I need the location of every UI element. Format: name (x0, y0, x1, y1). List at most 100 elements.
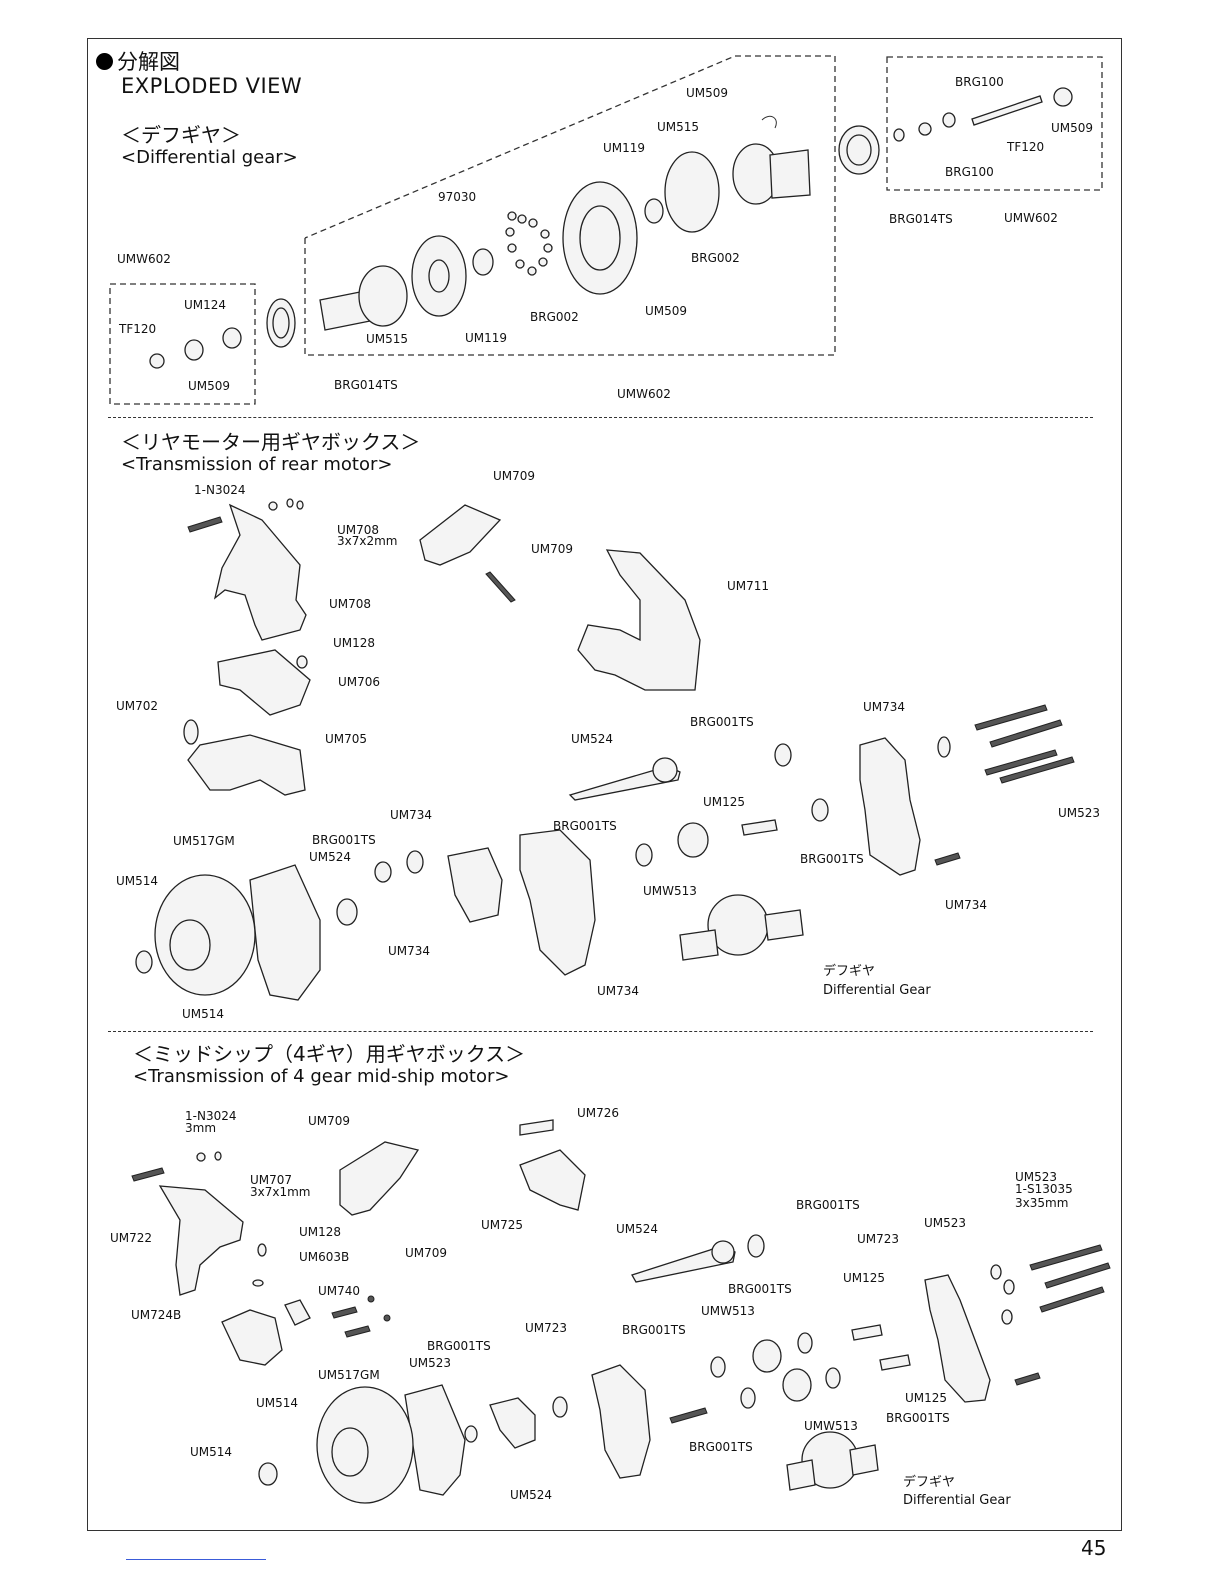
part-label: UM708 (329, 597, 372, 611)
part-label: UM523 (409, 1356, 452, 1370)
part-label: デフギヤ (823, 964, 876, 979)
part-label: 3mm (185, 1121, 217, 1135)
part-label: UM125 (905, 1391, 948, 1405)
part-label: BRG001TS (622, 1323, 686, 1337)
part-label: UM725 (481, 1218, 524, 1232)
part-label: BRG100 (955, 75, 1004, 89)
part-label: UM709 (308, 1114, 351, 1128)
part-label: UM128 (333, 636, 376, 650)
part-label: UM524 (510, 1488, 553, 1502)
part-label: UM524 (616, 1222, 659, 1236)
part-label: UM709 (405, 1246, 448, 1260)
part-label: UMW513 (804, 1419, 858, 1433)
part-label: UM734 (390, 808, 433, 822)
part-label: BRG001TS (690, 715, 754, 729)
part-label: UM514 (116, 874, 159, 888)
part-label: 1-N3024 (185, 1109, 237, 1123)
part-label: BRG002 (691, 251, 740, 265)
part-label: UM517GM (318, 1368, 380, 1382)
part-label: UM514 (190, 1445, 233, 1459)
part-label: UMW602 (117, 252, 171, 266)
part-label: UM523 (1058, 806, 1101, 820)
part-label: BRG014TS (889, 212, 953, 226)
part-label: 3x7x1mm (250, 1185, 311, 1199)
part-label: BRG001TS (312, 833, 376, 847)
part-label: UM705 (325, 732, 368, 746)
part-label: Differential Gear (903, 1493, 1011, 1508)
part-label: UM726 (577, 1106, 620, 1120)
section-title-differential-ja: ＜デフギヤ＞ (121, 123, 241, 147)
part-label: UM603B (299, 1250, 350, 1264)
part-label: UM708 (337, 523, 380, 537)
part-label: UM509 (188, 379, 231, 393)
part-label: UM723 (857, 1232, 900, 1246)
rear-parts (135, 498, 1075, 1001)
part-label: BRG001TS (728, 1282, 792, 1296)
part-label: UM709 (493, 469, 536, 483)
part-label: UM125 (843, 1271, 886, 1285)
part-label: UM523 (924, 1216, 967, 1230)
part-label: UM515 (366, 332, 409, 346)
page-title-en: EXPLODED VIEW (121, 74, 303, 98)
part-label: UMW513 (643, 884, 697, 898)
section-title-midship-en: <Transmission of 4 gear mid-ship motor> (133, 1066, 510, 1087)
part-label: 3x35mm (1015, 1196, 1069, 1210)
bullet-icon (96, 53, 113, 70)
part-label: TF120 (119, 322, 157, 336)
part-label: UM523 (1015, 1170, 1058, 1184)
part-label: デフギヤ (903, 1475, 956, 1490)
section-divider (108, 1031, 1093, 1032)
page-number: 45 (1081, 1536, 1107, 1560)
part-label: 3x7x2mm (337, 534, 398, 548)
part-label: UM722 (110, 1231, 153, 1245)
part-label: BRG001TS (553, 819, 617, 833)
part-label: UM514 (182, 1007, 225, 1021)
part-label: UM724B (131, 1308, 182, 1322)
section-title-rear-ja: ＜リヤモーター用ギヤボックス＞ (121, 430, 421, 454)
part-label: BRG001TS (689, 1440, 753, 1454)
section-title-differential-en: <Differential gear> (121, 147, 298, 168)
part-label: 97030 (438, 190, 477, 204)
part-label: UM125 (703, 795, 746, 809)
footer-link-line (126, 1559, 266, 1560)
part-label: UM128 (299, 1225, 342, 1239)
diff-parts (149, 87, 1073, 369)
dashed-group-umw602 (304, 55, 836, 356)
part-label: UM119 (465, 331, 508, 345)
part-label: UM509 (1051, 121, 1094, 135)
part-label: 1-S13035 (1015, 1182, 1073, 1196)
part-label: UMW602 (617, 387, 671, 401)
part-label: Differential Gear (823, 983, 931, 998)
part-label: UM734 (945, 898, 988, 912)
part-label: UM119 (603, 141, 646, 155)
dashed-group-left (109, 283, 256, 405)
part-label: BRG014TS (334, 378, 398, 392)
part-label: UM734 (863, 700, 906, 714)
page-frame (87, 38, 1122, 1531)
section-divider (108, 417, 1093, 418)
section-title-rear-en: <Transmission of rear motor> (121, 454, 393, 475)
part-label: BRG001TS (796, 1198, 860, 1212)
part-label: UM524 (309, 850, 352, 864)
part-label: UM517GM (173, 834, 235, 848)
part-label: UM740 (318, 1284, 361, 1298)
part-label: BRG001TS (427, 1339, 491, 1353)
part-label: UM509 (686, 86, 729, 100)
part-label: UM734 (597, 984, 640, 998)
section-title-midship-ja: ＜ミッドシップ（4ギヤ）用ギヤボックス＞ (133, 1042, 526, 1066)
part-label: UM124 (184, 298, 227, 312)
part-label: UM706 (338, 675, 381, 689)
part-label: BRG100 (945, 165, 994, 179)
part-label: UM524 (571, 732, 614, 746)
part-label: UM723 (525, 1321, 568, 1335)
part-label: UMW602 (1004, 211, 1058, 225)
part-label: UM707 (250, 1173, 293, 1187)
part-label: UMW513 (701, 1304, 755, 1318)
part-label: UM515 (657, 120, 700, 134)
part-label: UM702 (116, 699, 159, 713)
part-label: UM711 (727, 579, 770, 593)
part-label: UM509 (645, 304, 688, 318)
part-label: UM514 (256, 1396, 299, 1410)
page-title-ja: 分解図 (96, 50, 180, 74)
part-label: BRG001TS (886, 1411, 950, 1425)
